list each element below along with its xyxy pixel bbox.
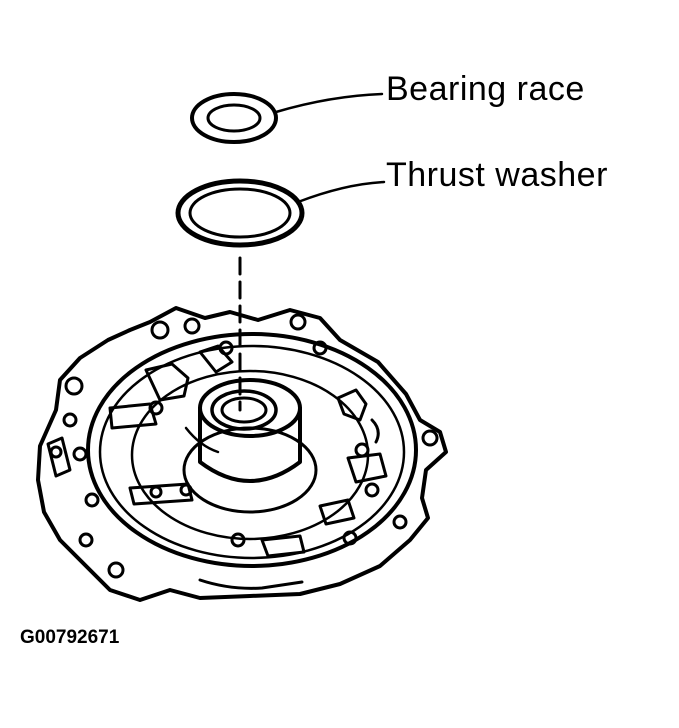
figure-id: G00792671 — [20, 627, 120, 648]
hub — [182, 378, 318, 514]
bearing-race — [190, 92, 278, 144]
thrust-washer-label: Thrust washer — [386, 156, 608, 194]
pump-housing — [36, 306, 448, 602]
leader-bearing-race — [274, 92, 384, 114]
bolt-holes — [49, 313, 439, 579]
thrust-washer — [175, 178, 305, 248]
oil-passages — [46, 344, 388, 558]
leader-lines — [274, 92, 386, 204]
bearing-race-label: Bearing race — [386, 70, 585, 108]
leader-thrust-washer — [296, 180, 386, 204]
